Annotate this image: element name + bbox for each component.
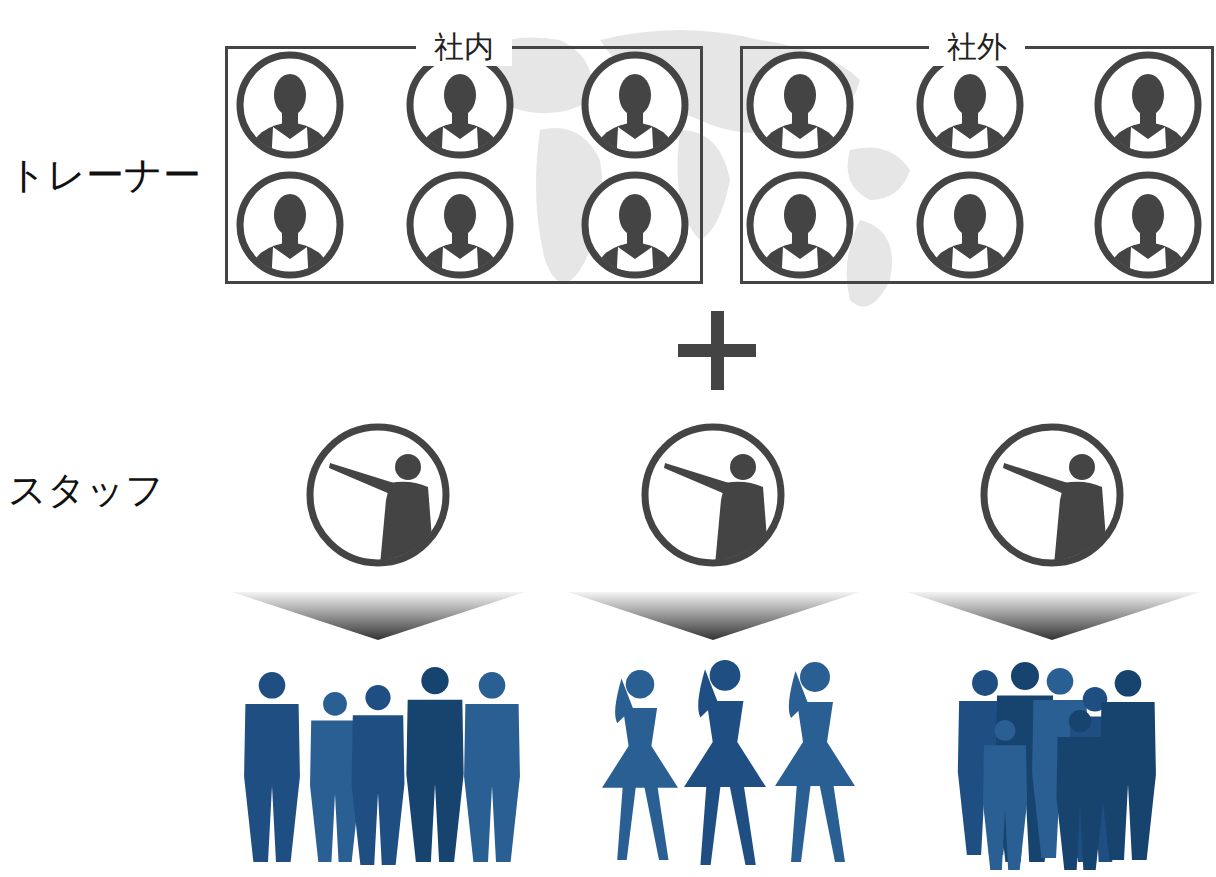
trainer-icon <box>750 175 850 307</box>
person-silhouette <box>1056 710 1103 870</box>
plus-sign <box>678 311 756 390</box>
trainer-icon <box>585 175 685 307</box>
staff-icon <box>310 427 446 565</box>
trainer-icon <box>240 55 340 187</box>
trainer-icon <box>920 175 1020 307</box>
person-silhouette <box>602 670 678 860</box>
person-silhouette <box>775 662 855 862</box>
person-silhouette <box>352 685 405 865</box>
person-silhouette <box>1100 670 1156 860</box>
trainer-icon <box>410 175 510 307</box>
group-box: 社内 <box>225 46 703 284</box>
person-silhouette <box>684 660 766 865</box>
world-map <box>470 30 990 307</box>
trainer-icon <box>240 175 340 307</box>
trainer-icon <box>1098 175 1198 307</box>
trainer-icon <box>585 55 685 187</box>
staff-icon <box>984 427 1120 565</box>
trainer-icon <box>750 55 850 187</box>
group-heading: 社内 <box>416 28 512 66</box>
person-silhouette <box>244 672 300 862</box>
trainer-icon <box>920 55 1020 187</box>
group-heading: 社外 <box>929 28 1025 66</box>
person-silhouette <box>464 672 520 862</box>
group-box: 社外 <box>740 46 1214 284</box>
trainer-icon <box>1098 55 1198 187</box>
row-label: トレーナー <box>8 152 201 198</box>
row-label: スタッフ <box>8 467 164 513</box>
funnel-shape <box>232 592 1200 640</box>
person-silhouette <box>406 667 463 862</box>
person-silhouette <box>983 720 1027 870</box>
staff-icon <box>645 427 781 565</box>
trainer-icon <box>410 55 510 187</box>
